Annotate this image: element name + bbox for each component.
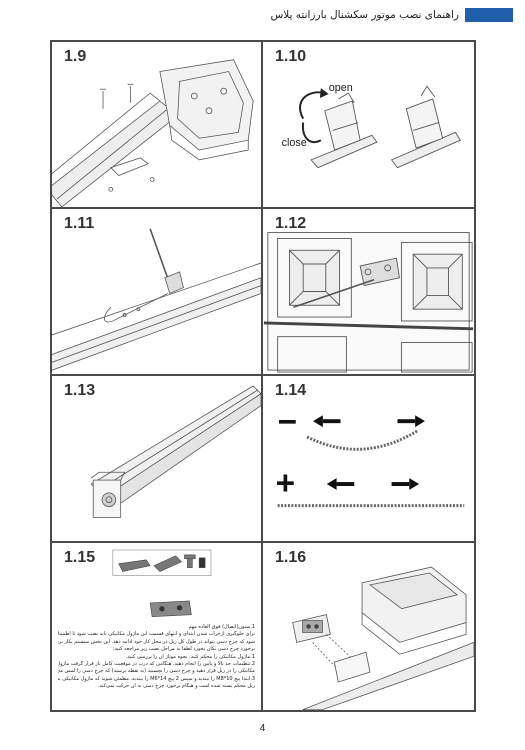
left-arrow-icon	[326, 478, 355, 490]
step-label: 1.11	[64, 215, 95, 232]
installation-steps-grid: 1.9 1.10 open close	[50, 40, 476, 712]
slack-chain	[306, 429, 418, 451]
step-1-13-panel: 1.13	[52, 376, 263, 543]
step-1-10-panel: 1.10 open close	[263, 42, 474, 209]
page-number: 4	[259, 723, 266, 734]
step-1-11-panel: 1.11	[52, 209, 263, 376]
close-label: close	[282, 137, 307, 149]
plus-sign: +	[276, 465, 296, 502]
step-1-9-panel: 1.9	[52, 42, 263, 209]
note-line: برای جلوگیری ازخراب شدن ابتدای و انتهای …	[58, 631, 255, 638]
note-line: شود که چرخ دسی بتواند در طول کل ریل در م…	[58, 638, 255, 645]
step-label: 1.10	[275, 48, 307, 65]
step-1-12-panel: 1.12	[263, 209, 474, 376]
header-accent-bar	[465, 8, 513, 22]
open-label: open	[329, 82, 353, 94]
note-line: 1.ماژول مکانیکی را محکم کنید. نحوه موتاژ…	[125, 653, 255, 660]
note-line: 2.تنظیمات حد بالا و پایین را انجام دهید.…	[58, 661, 255, 668]
right-arrow-icon	[391, 478, 420, 490]
note-line: 3.ابتدا پیچ M8*10 را ببندید و سپس 2 پیچ …	[58, 675, 255, 682]
minus-sign: −	[278, 404, 298, 441]
door-bracket-illustration	[263, 232, 474, 373]
step-label: 1.15	[64, 549, 96, 566]
mechanical-module-parts-illustration	[112, 549, 212, 617]
door-arm-illustration	[52, 228, 261, 371]
note-line: 1.ستون(اتصال) فوق العاده مهم	[188, 624, 255, 630]
rail-end-illustration	[90, 385, 261, 518]
page-header: راهنمای نصب موتور سکشنال بارزانته پلاس	[270, 6, 513, 24]
chain-tension-illustration: − +	[276, 404, 465, 508]
right-arrow-icon	[397, 415, 425, 428]
installation-note: 1.ستون(اتصال) فوق العاده مهم برای جلوگیر…	[58, 624, 255, 706]
release-lever-illustration: open close	[282, 82, 461, 169]
step-label: 1.16	[275, 549, 307, 566]
note-line: برخورد چرخ دسی نکان بخورد لطفاً به مراحل…	[112, 646, 255, 653]
note-line: ریل محکم بسته شده است و هنگام برخورد چرخ…	[97, 683, 255, 690]
step-1-14-panel: 1.14 − +	[263, 376, 474, 543]
step-label: 1.14	[275, 382, 307, 399]
note-line: مکانیکی را در ریل قرار دهید و چرخ دسی را…	[58, 668, 255, 675]
step-1-15-panel: 1.15 1.ستون(اتصال) فوق العاده مهم برای ج…	[52, 543, 263, 710]
motor-mount-illustration	[52, 59, 254, 207]
motor-rail-assembly-illustration	[292, 566, 474, 710]
left-arrow-icon	[313, 415, 341, 428]
step-label: 1.9	[64, 48, 87, 65]
header-title: راهنمای نصب موتور سکشنال بارزانته پلاس	[270, 9, 459, 21]
step-1-16-panel: 1.16	[263, 543, 474, 710]
step-label: 1.13	[64, 382, 96, 399]
step-label: 1.12	[275, 215, 307, 232]
